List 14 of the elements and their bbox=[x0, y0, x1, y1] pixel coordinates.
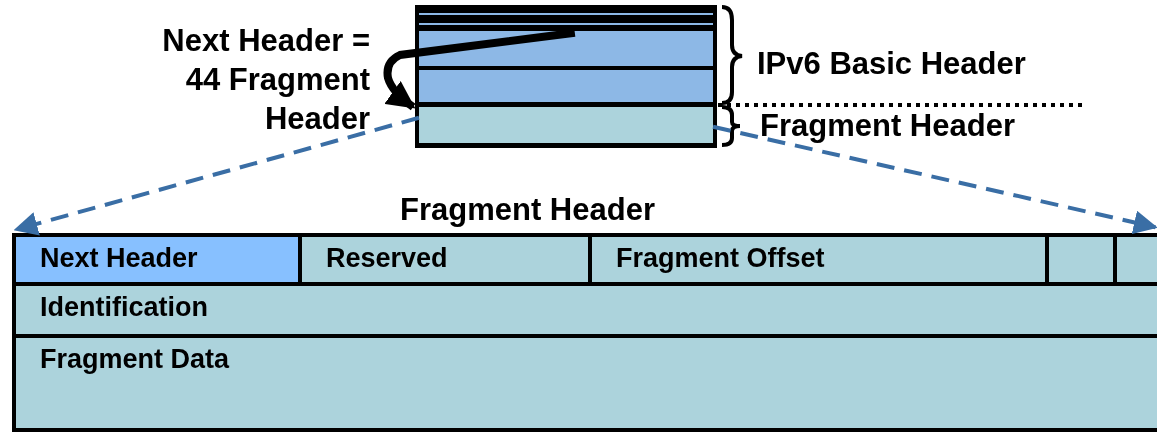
arrow bbox=[712, 124, 1157, 235]
header-row bbox=[419, 70, 713, 102]
field-name: Fragment Offset bbox=[616, 243, 825, 273]
bracket-label: IPv6 Basic Header bbox=[757, 45, 1026, 83]
field-name: Reserved bbox=[326, 243, 448, 273]
packet-stack bbox=[415, 5, 717, 148]
field-name: Identification bbox=[40, 292, 208, 322]
callout-text: Next Header = 44 Fragment Header bbox=[161, 22, 370, 138]
arrow bbox=[13, 115, 420, 236]
header-row bbox=[419, 107, 713, 143]
field-name: Next Header bbox=[40, 243, 198, 273]
section-heading: Fragment Header bbox=[400, 192, 655, 228]
field-name: Fragment Data bbox=[40, 344, 230, 374]
bracket-label: Fragment Header bbox=[760, 107, 1015, 145]
